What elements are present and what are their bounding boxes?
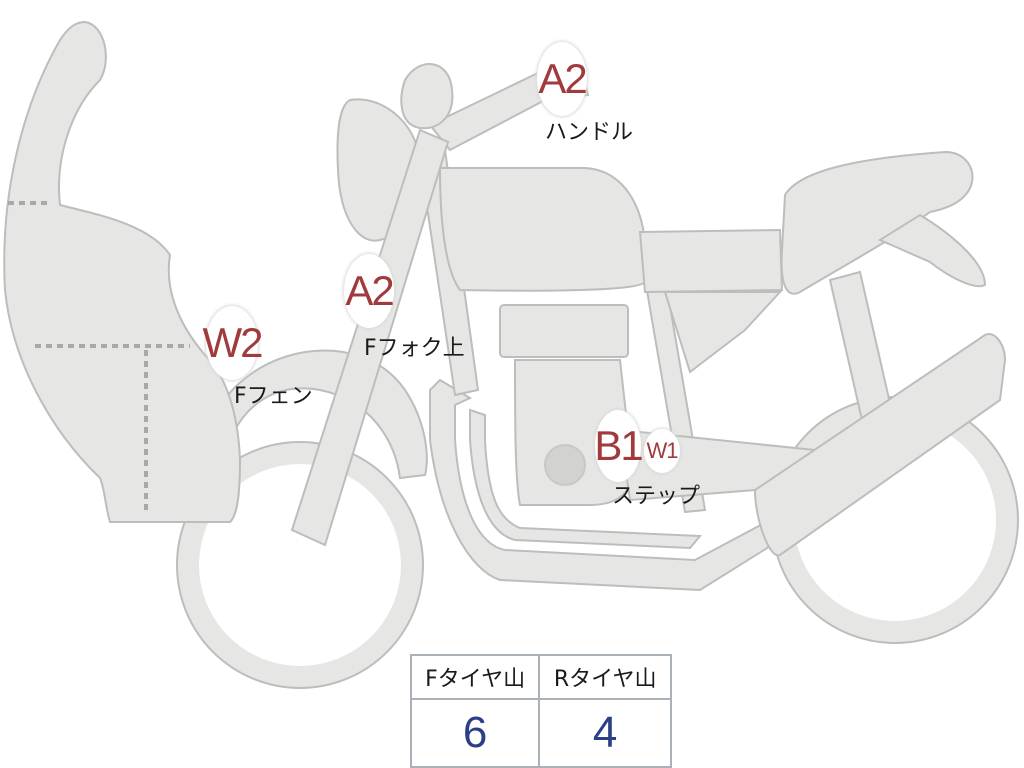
rear-tire-header: Rタイヤ山 [538,654,672,700]
fairing-panel-lines [8,201,190,515]
fuel-tank [438,167,646,292]
rear-tire-value: 4 [538,698,672,768]
marker-fork-top-label: Fフォク上 [364,336,465,361]
marker-handle-badge: A2 [537,42,588,116]
front-wheel [177,442,423,688]
muffler [753,333,1007,557]
seat-rear [780,150,974,295]
front-tire-value: 6 [409,698,541,768]
tire-tread-table: Fタイヤ山 Rタイヤ山 6 4 [409,654,672,768]
engine-block [499,304,629,358]
engine-cover [544,444,586,486]
tail-fender [877,213,987,288]
front-fork [290,128,450,547]
exhaust-pipe-inner [469,408,703,550]
marker-step-badge: B1 [594,410,644,482]
front-wheel-outline [176,441,424,689]
mirror [400,63,454,130]
marker-fork-top-badge: A2 [344,254,395,328]
marker-front-fender-badge: W2 [203,306,264,380]
seat-front [638,228,784,294]
marker-handle-label: ハンドル [545,120,634,145]
side-cover [663,291,783,374]
rear-subframe [828,270,894,422]
front-fairing [3,20,242,523]
marker-front-fender-label: Fフェン [234,384,313,409]
front-tire-header: Fタイヤ山 [409,654,541,700]
marker-step-label: ステップ [612,484,701,509]
marker-step-extra-badge: W1 [644,429,680,473]
